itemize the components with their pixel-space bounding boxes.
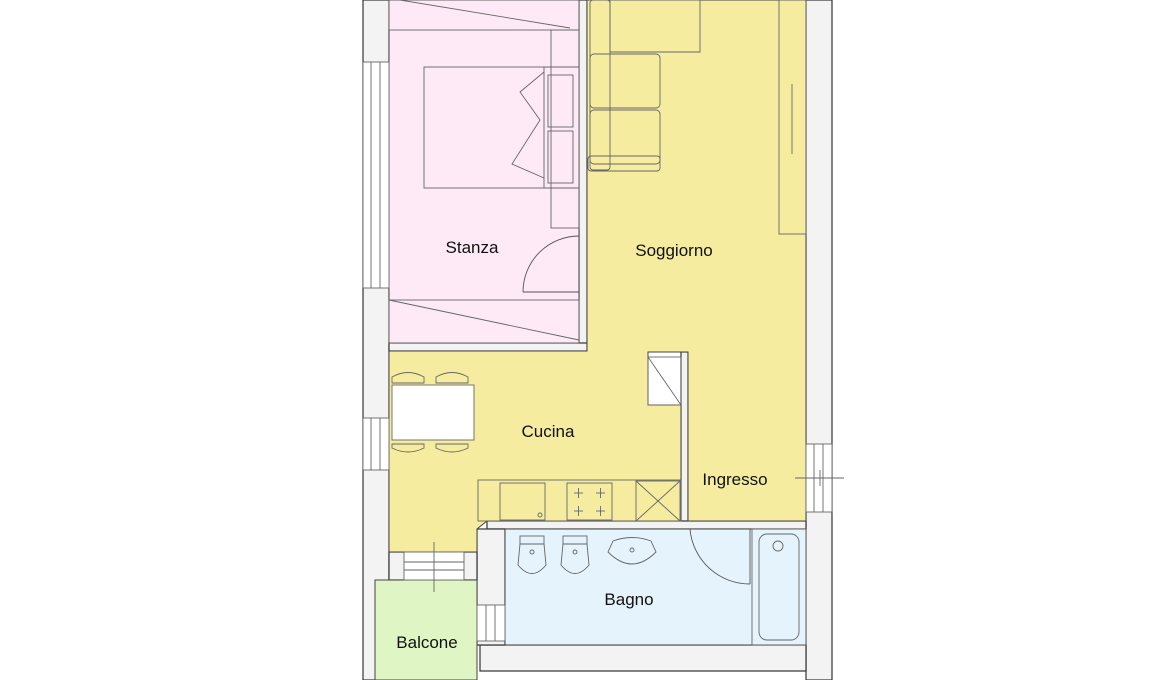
label-ingresso: Ingresso (702, 470, 767, 489)
stanza-door (522, 235, 580, 293)
room-balcone (374, 579, 478, 680)
bidet (517, 535, 547, 574)
label-soggiorno: Soggiorno (635, 241, 713, 260)
closet (647, 356, 682, 406)
side-cabinet (550, 29, 580, 229)
bagno-door (689, 528, 751, 585)
wardrobe-bottom (388, 299, 580, 344)
dining-table (391, 372, 475, 453)
sofa (587, 0, 701, 172)
wall-cabinet (778, 0, 807, 235)
kitchen-counter (477, 479, 682, 522)
windows (362, 61, 844, 642)
label-bagno: Bagno (604, 590, 653, 609)
bathtub (751, 528, 807, 646)
sink (607, 537, 657, 565)
label-cucina: Cucina (522, 422, 575, 441)
label-stanza: Stanza (446, 238, 499, 257)
room-bagno (504, 528, 807, 646)
label-balcone: Balcone (396, 633, 457, 652)
wardrobe-top (388, 0, 580, 31)
toilet (560, 535, 590, 574)
